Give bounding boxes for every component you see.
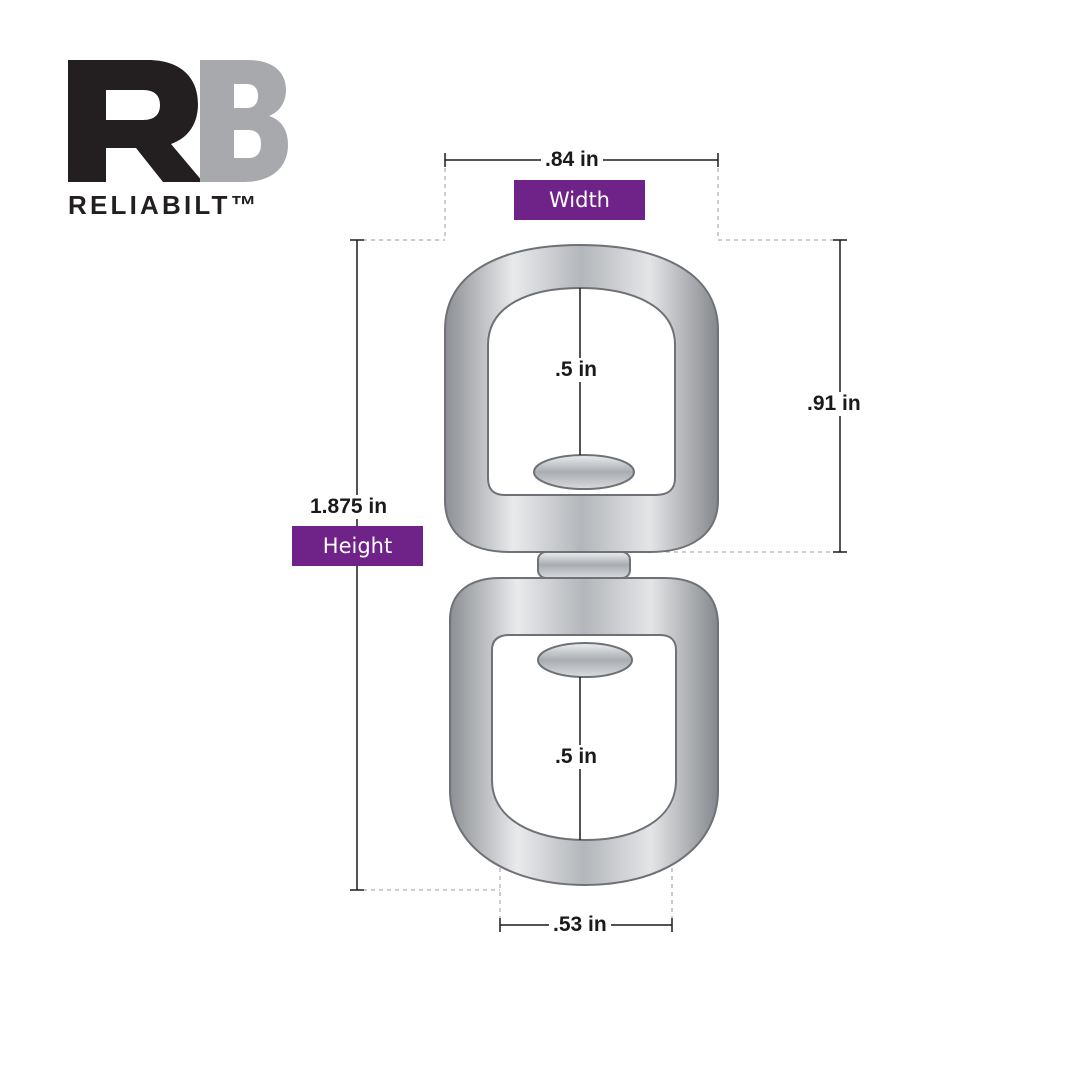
bottom-inner-dimension: .5 in xyxy=(551,745,602,769)
swivel-barrel xyxy=(537,551,631,579)
width-dimension: .84 in xyxy=(541,148,603,172)
brand-name: RELIABILT™ xyxy=(68,190,260,220)
eye-height-dimension: .91 in xyxy=(803,392,865,416)
swivel-top-eye xyxy=(444,243,719,553)
swivel-bottom-eye xyxy=(449,577,719,887)
height-label: Height xyxy=(292,526,423,566)
reliabilt-logo xyxy=(68,60,288,182)
height-dimension: 1.875 in xyxy=(306,495,392,519)
bottom-width-dimension: .53 in xyxy=(549,913,611,937)
width-label: Width xyxy=(514,180,645,220)
top-inner-dimension: .5 in xyxy=(551,358,602,382)
